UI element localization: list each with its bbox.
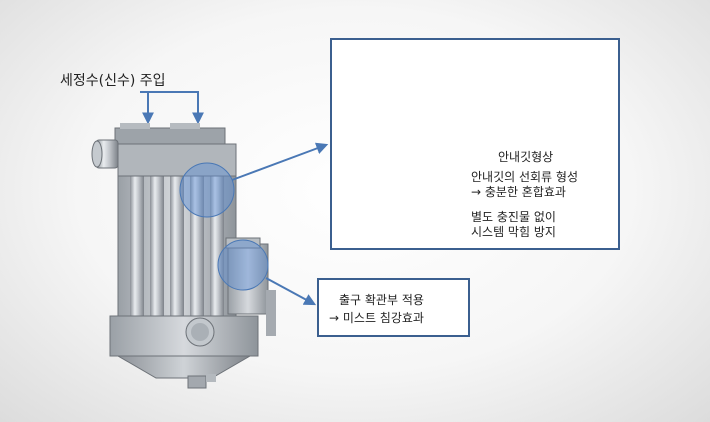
callout-arrows — [231, 142, 329, 306]
note-line1: 출구 확관부 적용 — [339, 293, 424, 307]
detail-desc-line4: 시스템 막힘 방지 — [471, 225, 556, 239]
hopper-icon — [109, 315, 259, 389]
outlet-duct-icon — [225, 237, 276, 336]
water-injection-label: 세정수(신수) 주입 — [60, 73, 166, 89]
top-manifold-icon — [91, 123, 226, 169]
tower-body-icon — [117, 143, 237, 321]
note-line2: → 미스트 침강효과 — [329, 311, 424, 325]
guide-vane-highlight — [179, 162, 235, 218]
detail-desc-line1: 안내깃의 선회류 형성 — [471, 170, 578, 184]
detail-desc-line2: → 충분한 혼합효과 — [471, 185, 566, 199]
outlet-highlight — [217, 239, 269, 291]
injection-arrows — [140, 91, 204, 125]
vane-caption: 안내깃형상 — [498, 150, 554, 164]
outlet-note-box — [317, 278, 470, 337]
detail-desc-line3: 별도 충진물 없이 — [471, 210, 556, 224]
detail-frame — [330, 38, 620, 250]
